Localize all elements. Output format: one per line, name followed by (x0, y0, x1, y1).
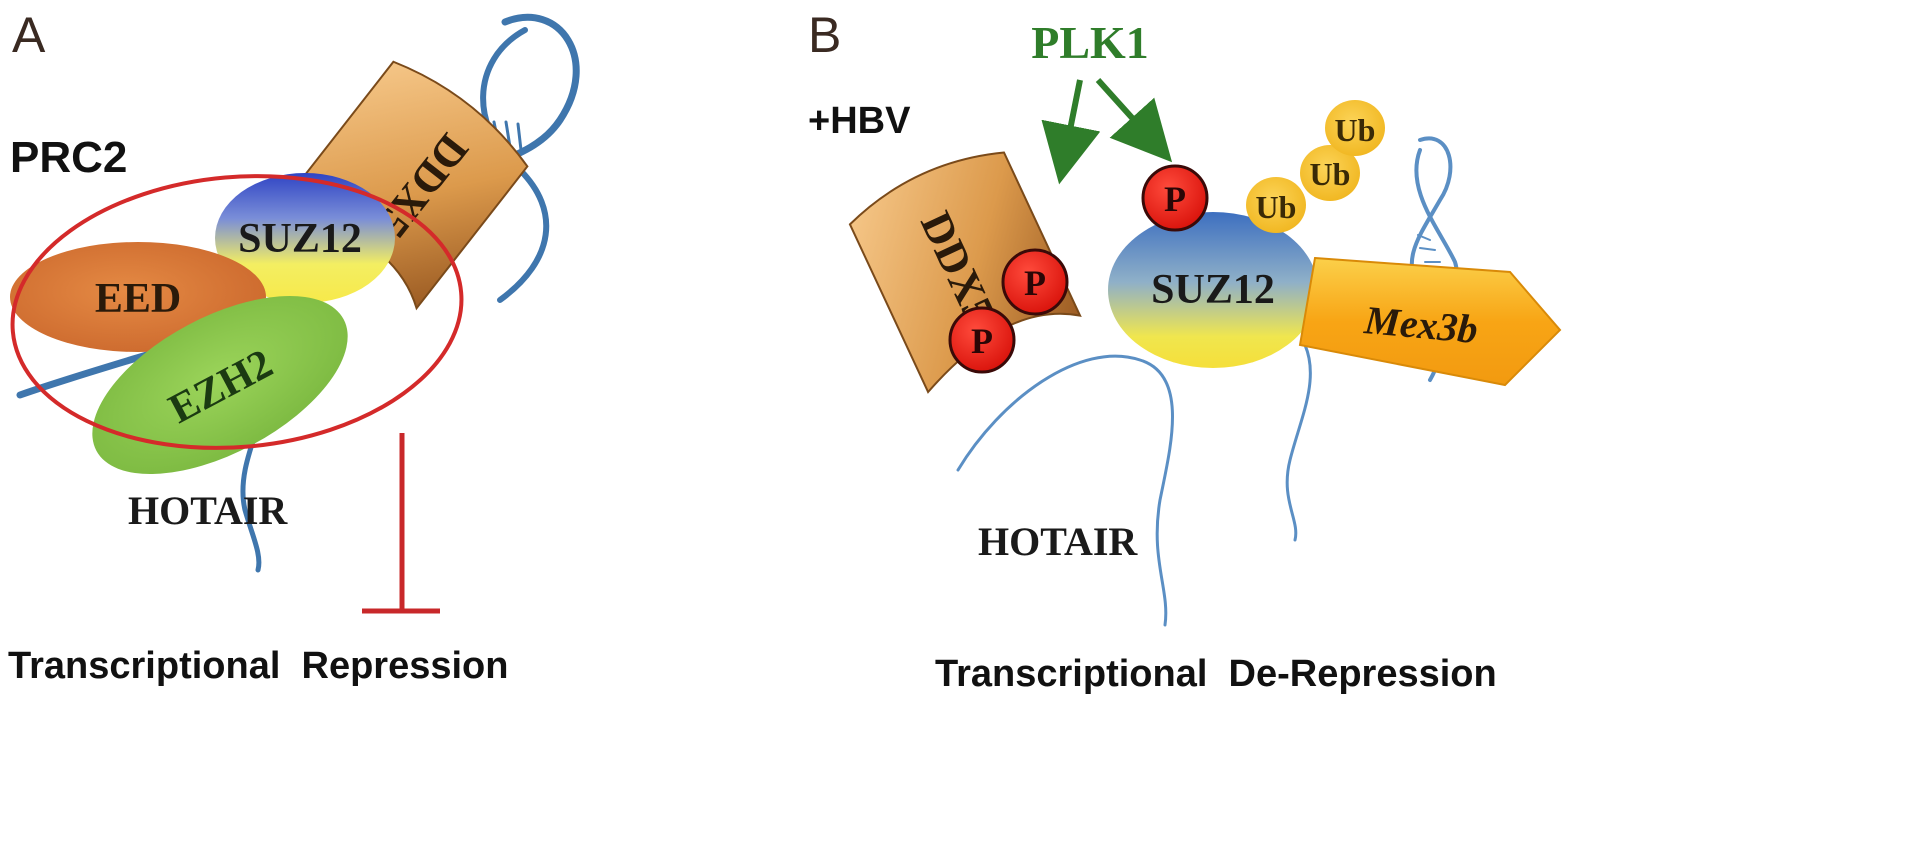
eed-label: EED (95, 276, 181, 322)
ddx5-protein-a: DDX5 (277, 60, 529, 311)
prc2-label: PRC2 (10, 133, 127, 182)
ubiquitin-1: Ub (1246, 177, 1306, 233)
ubiquitin-label-3: Ub (1335, 112, 1376, 148)
suz12-label-a: SUZ12 (238, 216, 362, 262)
mex3b-protein: Mex3b (1298, 256, 1562, 387)
ddx5-protein-b: DDX5 (848, 151, 1082, 394)
ezh2-protein: EZH2 (92, 295, 348, 475)
hotair-label-a: HOTAIR (128, 488, 288, 533)
panel-b-letter: B (808, 7, 841, 63)
ubiquitin-label-2: Ub (1310, 156, 1351, 192)
outcome-label-a: Transcriptional Repression (8, 645, 508, 687)
phospho-label-2: P (1024, 263, 1046, 303)
phospho-group-1: P (1141, 164, 1209, 232)
diagram-canvas: A PRC2 DDX5 SUZ12 EED EZH2 (8, 7, 1562, 695)
suz12-protein-b: SUZ12 (1108, 212, 1318, 368)
plk1-arrows (1041, 77, 1173, 185)
panel-a: A PRC2 DDX5 SUZ12 EED EZH2 (8, 7, 580, 687)
outcome-label-b: Transcriptional De-Repression (935, 653, 1497, 695)
phospho-group-3: P (948, 306, 1016, 374)
ubiquitin-3: Ub (1325, 100, 1385, 156)
prc2-circle (10, 174, 464, 450)
phospho-group-2: P (1001, 248, 1069, 316)
suz12-label-b: SUZ12 (1151, 267, 1275, 313)
suz12-protein-a: SUZ12 (215, 173, 395, 303)
hotair-label-b: HOTAIR (978, 519, 1138, 564)
phospho-label-3: P (971, 321, 993, 361)
ubiquitin-label-1: Ub (1256, 189, 1297, 225)
hbv-label: +HBV (808, 100, 911, 142)
plk1-label: PLK1 (1031, 17, 1149, 68)
panel-a-letter: A (12, 7, 46, 63)
inhibition-bar (362, 433, 440, 614)
mex3b-label: Mex3b (1362, 297, 1480, 352)
phospho-label-1: P (1164, 179, 1186, 219)
panel-b: B +HBV PLK1 DDX5 SUZ12 Mex3b (808, 7, 1562, 695)
hotair-rna-b (956, 343, 1312, 627)
ubiquitin-2: Ub (1300, 145, 1360, 201)
